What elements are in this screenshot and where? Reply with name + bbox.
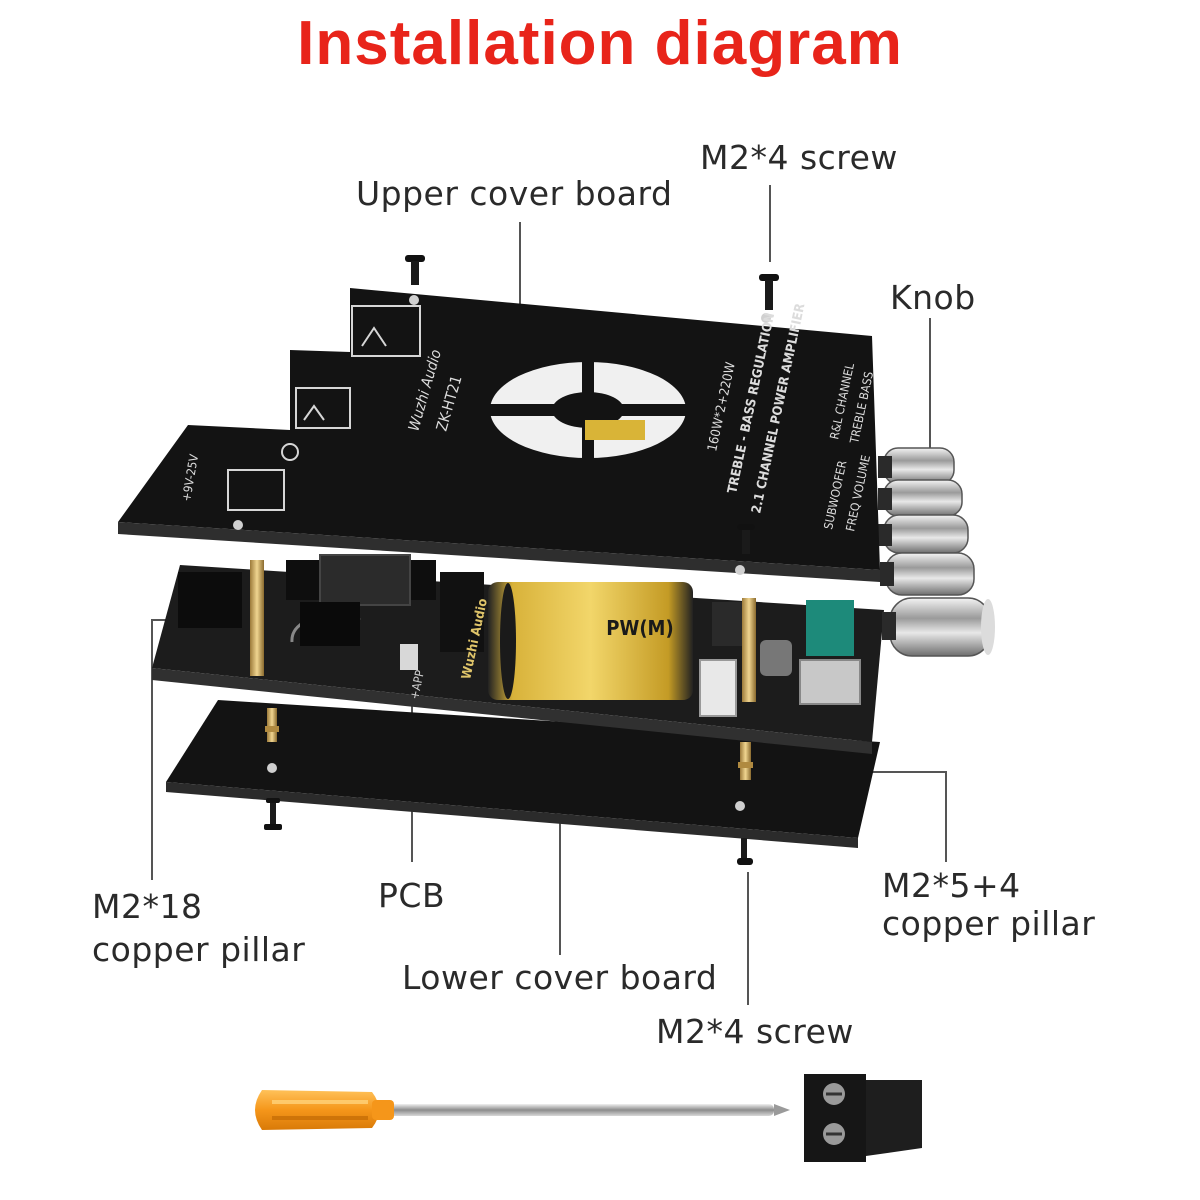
label-screw-bottom: M2*4 screw (656, 1012, 854, 1051)
long-copper-pillar (250, 560, 264, 676)
power-jack (178, 572, 242, 628)
screwdriver-icon (255, 1090, 790, 1130)
terminal-block-icon (804, 1074, 922, 1162)
knob[interactable] (878, 479, 963, 517)
long-copper-pillar (742, 598, 756, 702)
knob[interactable] (878, 447, 955, 485)
label-pillar-short-size: M2*5+4 (882, 866, 1021, 905)
label-pillar-long-name: copper pillar (92, 930, 306, 969)
pcb-app-label: +APP (407, 668, 427, 700)
screw-icon (759, 274, 779, 310)
fan-grille (488, 360, 688, 460)
knob-stack[interactable] (878, 447, 995, 657)
inductor (319, 554, 411, 606)
teal-capacitor (806, 600, 854, 656)
upper-cover-board: Wuzhi Audio ZK-HT21 160W*2+220W TREBLE -… (118, 288, 880, 582)
capacitor-label: PW(M) (606, 616, 673, 640)
knob[interactable] (878, 514, 969, 554)
speaker-icons (227, 305, 421, 511)
diagram-title: Installation diagram (297, 9, 903, 78)
label-upper-cover-board: Upper cover board (356, 174, 673, 213)
label-lower-cover-board: Lower cover board (402, 958, 718, 997)
screw-icon (405, 255, 425, 285)
screw-icon (264, 798, 282, 830)
usb-port (799, 659, 861, 705)
screw-icon (737, 838, 753, 865)
connector (699, 659, 737, 717)
capacitor: PW(M) (488, 582, 693, 700)
knob[interactable] (880, 552, 975, 596)
label-pcb: PCB (378, 876, 446, 915)
label-pillar-short-name: copper pillar (882, 904, 1096, 943)
label-knob: Knob (890, 278, 976, 317)
short-copper-pillar (265, 708, 279, 742)
label-screw-top: M2*4 screw (700, 138, 898, 177)
screw-icon (737, 524, 755, 554)
knob[interactable] (882, 597, 995, 657)
short-copper-pillar (738, 742, 753, 780)
label-pillar-long-size: M2*18 (92, 887, 203, 926)
pcb-board: PW(M) Wuzhi Audio +APP (152, 554, 884, 754)
